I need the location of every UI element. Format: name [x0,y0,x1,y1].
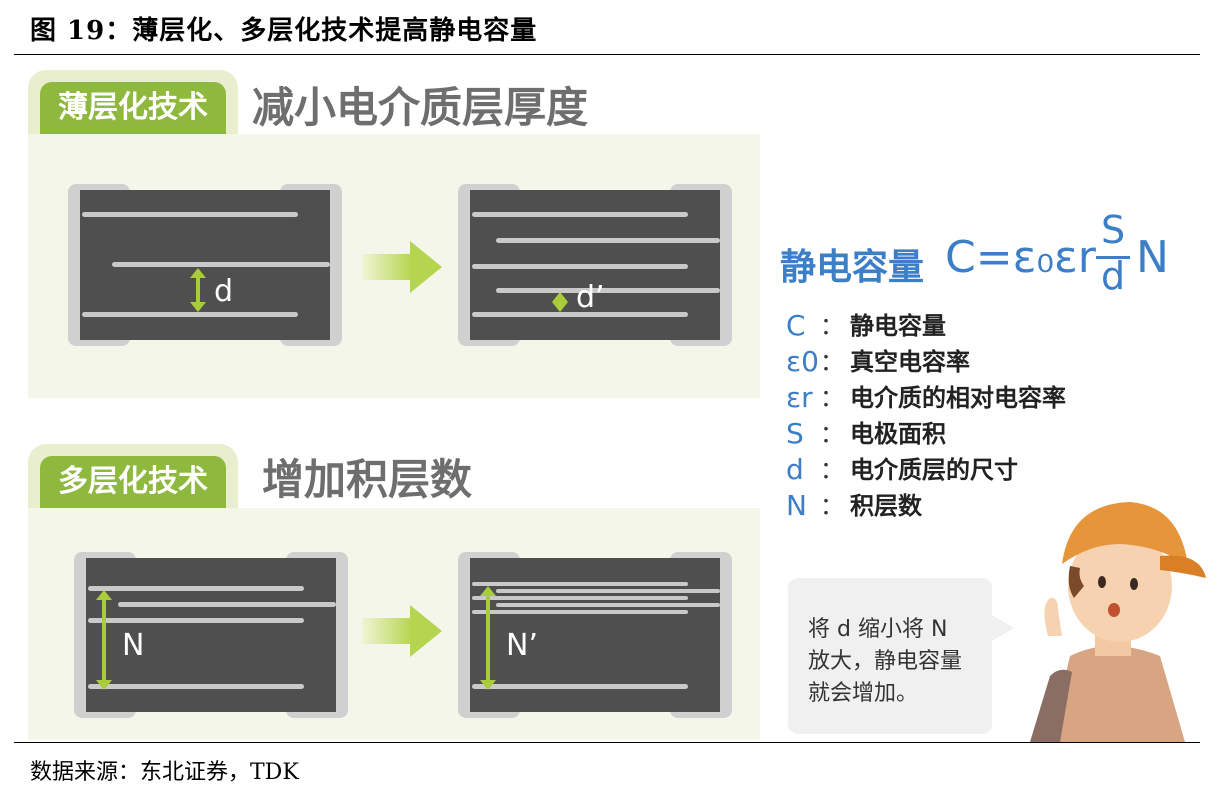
legend-text: 电介质的相对电容率 [850,384,1066,412]
electrode-line [472,596,688,600]
electrode-line [472,212,688,217]
mouth [1108,603,1120,617]
thin-layer-heading: 减小电介质层厚度 [252,83,589,132]
figure-title: 图 19：薄层化、多层化技术提高静电容量 [30,16,538,46]
formula-label: 静电容量 [780,247,925,288]
electrode-line [82,212,298,217]
legend-colon: ： [820,384,844,412]
multi-layer-tag-label: 多层化技术 [40,456,226,508]
legend-symbol: C [786,309,806,342]
electrode-line [496,288,720,293]
thickness-dimension-icon [552,292,568,312]
electrode-line [496,238,720,243]
shirt [1050,646,1185,742]
legend-text: 静电容量 [850,312,946,340]
dielectric-body: d [80,190,330,340]
electrode-line [88,684,304,689]
electrode-line [472,312,688,317]
arrow-head-icon [410,241,442,293]
character-illustration [1030,502,1206,742]
capacitor-before-multi: N [74,552,348,718]
speech-bubble-text: 将 d 缩小将 N 放大，静电容量 就会增加。 [808,617,963,706]
electrode-line [88,618,304,623]
layer-count-dimension-icon [480,586,496,690]
layer-count-dimension-icon [96,590,112,690]
pointing-finger-icon [1044,597,1062,636]
multi-layer-heading: 增加积层数 [262,455,473,504]
legend-symbol: S [786,417,804,450]
top-rule [14,54,1200,55]
legend-colon: ： [820,348,844,376]
legend-colon: ： [820,456,844,484]
electrode-line [472,684,688,689]
bottom-rule [14,742,1200,743]
legend-text: 真空电容率 [850,348,970,376]
arrow-right-icon [362,618,412,644]
bubble-tail [990,614,1014,642]
multi-layer-tag: 多层化技术 [28,444,238,508]
legend-colon: ： [820,492,844,520]
legend-text: 电介质层的尺寸 [850,456,1018,484]
speech-bubble: 将 d 缩小将 N 放大，静电容量 就会增加。 [788,578,1014,734]
capacitor-before-thin: d [68,184,342,346]
thickness-dimension-icon [190,268,206,312]
arm [1030,669,1072,742]
electrode-line [118,602,336,607]
thickness-label-d-prime: d’ [576,280,605,315]
electrode-line [472,610,688,614]
dielectric-body: d’ [470,190,720,340]
legend-colon: ： [820,420,844,448]
legend-symbol: εr [786,381,813,414]
electrode-line [496,589,720,593]
dielectric-body: N [86,558,336,712]
electrode-line [82,312,298,317]
legend-text: 积层数 [850,492,922,520]
capacitor-after-multi: N’ [458,552,732,718]
hair [1068,566,1084,598]
legend-symbol: ε0 [786,345,819,378]
layer-count-label-n: N [122,628,145,663]
electrode-line [112,262,330,267]
formula-multiplier: N [1136,232,1169,283]
formula-denominator: d [1100,254,1126,298]
arrow-head-icon [410,605,442,657]
layer-count-label-n-prime: N’ [506,628,538,663]
cap-brim [1160,555,1206,578]
thin-layer-tag-label: 薄层化技术 [40,82,226,134]
electrode-line [472,264,688,269]
dielectric-body: N’ [470,558,720,712]
electrode-line [496,603,720,607]
capacitor-after-thin: d’ [458,184,732,346]
arrow-right-icon [362,254,412,280]
legend-text: 电极面积 [850,420,946,448]
electrode-line [88,586,304,591]
eye-icon [1098,576,1106,588]
legend-colon: ： [820,312,844,340]
legend-symbol: N [786,489,807,522]
fraction-bar [1096,256,1130,259]
formula-lhs: C=ε₀εr [945,232,1096,283]
cap-icon [1062,502,1188,566]
electrode-line [472,582,688,586]
thin-layer-tag: 薄层化技术 [28,70,238,134]
eye-icon [1130,578,1138,590]
legend-symbol: d [786,453,804,486]
formula-numerator: S [1100,208,1126,252]
thickness-label-d: d [214,274,234,309]
source-note: 数据来源：东北证券，TDK [30,760,299,785]
face [1068,530,1172,642]
